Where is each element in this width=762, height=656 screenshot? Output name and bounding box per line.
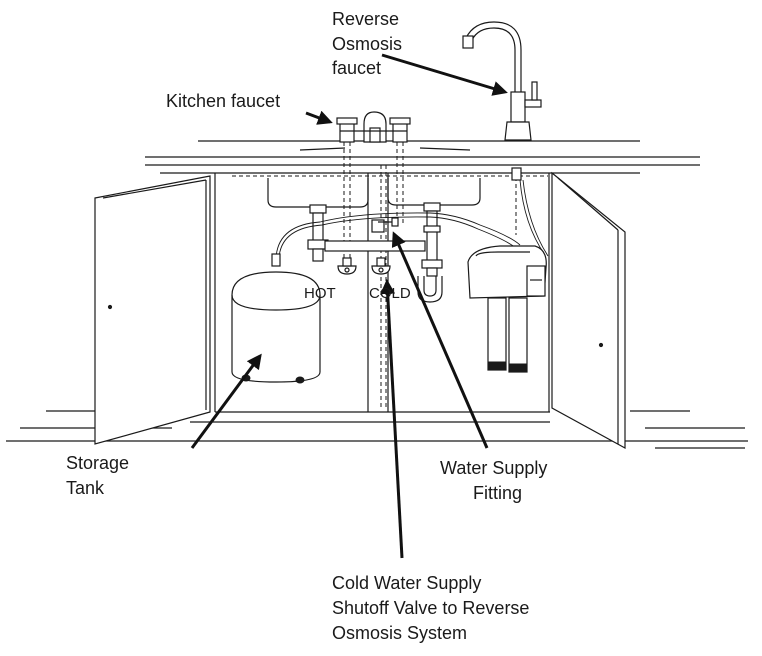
arrow-water-supply-fitting bbox=[391, 231, 489, 449]
label-hot: HOT bbox=[304, 285, 336, 302]
label-cold-water-supply: Cold Water Supply bbox=[332, 573, 482, 593]
arrow-shutoff-valve bbox=[380, 279, 404, 559]
label-cold: COLD bbox=[369, 285, 411, 302]
arrows bbox=[190, 53, 508, 559]
label-osmosis: Osmosis bbox=[332, 34, 403, 54]
left-cabinet-door bbox=[94, 175, 211, 445]
label-reverse: Reverse bbox=[332, 9, 400, 29]
label-storage: Storage bbox=[66, 453, 130, 473]
shutoff-valves bbox=[337, 257, 391, 275]
ro-faucet bbox=[462, 21, 542, 181]
label-faucet: faucet bbox=[332, 58, 382, 78]
arrow-ro-faucet bbox=[381, 53, 508, 96]
label-shutoff-valve: Shutoff Valve to Reverse bbox=[332, 598, 530, 618]
drain-plumbing bbox=[307, 202, 443, 303]
label-fitting: Fitting bbox=[473, 483, 523, 503]
label-water-supply: Water Supply bbox=[440, 458, 548, 478]
storage-tank bbox=[231, 253, 321, 384]
countertop bbox=[145, 140, 700, 174]
kitchen-faucet bbox=[336, 111, 411, 143]
label-kitchen-faucet: Kitchen faucet bbox=[166, 91, 281, 111]
label-osmosis-system: Osmosis System bbox=[332, 623, 468, 643]
ro-filter-system bbox=[467, 245, 547, 373]
sink-basins bbox=[232, 175, 548, 208]
label-tank: Tank bbox=[66, 478, 105, 498]
arrow-storage-tank bbox=[190, 353, 262, 449]
arrow-kitchen-faucet bbox=[305, 110, 333, 125]
right-cabinet-door bbox=[551, 171, 626, 450]
